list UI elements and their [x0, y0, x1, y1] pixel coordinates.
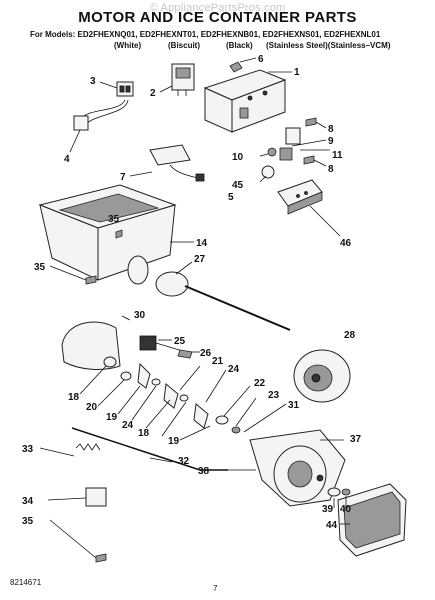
- part-spring: [75, 443, 101, 451]
- callout-6: 6: [258, 54, 264, 65]
- callout-30: 30: [134, 310, 146, 321]
- color-white: (White): [114, 41, 142, 50]
- callout-26: 26: [200, 348, 212, 359]
- callout-22: 22: [254, 378, 266, 389]
- callout-35c: 35: [22, 516, 34, 527]
- callout-24b: 24: [228, 364, 240, 375]
- part-screw-6: [229, 61, 243, 73]
- part-impeller: [293, 349, 351, 403]
- callout-19a: 19: [106, 412, 118, 423]
- part-switch: [171, 63, 195, 96]
- leader-lines: [39, 57, 350, 559]
- page-title: MOTOR AND ICE CONTAINER PARTS: [78, 9, 357, 26]
- callout-38: 38: [198, 466, 210, 477]
- callout-19b: 19: [168, 436, 180, 447]
- callout-23: 23: [268, 390, 280, 401]
- models-line: For Models: ED2FHEXNQ01, ED2FHEXNT01, ED…: [30, 30, 381, 39]
- callout-8a: 8: [328, 124, 334, 135]
- part-ice-container: [38, 184, 177, 285]
- callout-39: 39: [322, 504, 334, 515]
- callout-10: 10: [232, 152, 244, 163]
- callout-11: 11: [332, 150, 343, 161]
- callout-28: 28: [344, 330, 356, 341]
- callout-35a: 35: [108, 214, 120, 225]
- callout-2: 2: [150, 88, 156, 99]
- callout-9: 9: [328, 136, 334, 147]
- callout-21: 21: [212, 356, 224, 367]
- color-black: (Black): [226, 41, 253, 50]
- color-stainless: (Stainless Steel)(Stainless–VCM): [266, 41, 391, 50]
- callout-18a: 18: [68, 392, 80, 403]
- page-number: 7: [213, 584, 218, 593]
- part-motor-bracket: [203, 69, 287, 133]
- callout-18b: 18: [138, 428, 150, 439]
- callout-45: 45: [232, 180, 244, 191]
- callout-31: 31: [288, 400, 300, 411]
- part-bracket-46: [277, 179, 323, 215]
- part-crusher-plate: [61, 321, 121, 370]
- callout-32: 32: [178, 456, 190, 467]
- callout-labels: 1 2 3 4 5 6 7 8 9 10 11 8 45 46 35 14 27…: [22, 54, 362, 531]
- callout-1: 1: [294, 67, 300, 78]
- callout-4: 4: [64, 154, 70, 165]
- part-motor-cover: [337, 483, 407, 557]
- part-washers: [327, 487, 351, 497]
- callout-14: 14: [196, 238, 208, 249]
- callout-46: 46: [340, 238, 352, 249]
- callout-24a: 24: [122, 420, 134, 431]
- part-clip: [85, 487, 107, 507]
- callout-8b: 8: [328, 164, 334, 175]
- callout-35b: 35: [34, 262, 46, 273]
- callout-34: 34: [22, 496, 34, 507]
- callout-5: 5: [228, 192, 234, 203]
- part-retainer: [149, 144, 205, 182]
- part-auger-shaft: [155, 271, 291, 331]
- part-blades: [103, 356, 241, 434]
- part-rod: [71, 427, 228, 471]
- document-number: 8214671: [10, 578, 42, 587]
- callout-37: 37: [350, 434, 362, 445]
- part-drive-motor: [249, 429, 346, 507]
- part-connector: [116, 81, 134, 97]
- callout-7: 7: [120, 172, 126, 183]
- callout-33: 33: [22, 444, 34, 455]
- part-screw-35: [85, 229, 123, 563]
- callout-25: 25: [174, 336, 186, 347]
- callout-27: 27: [194, 254, 206, 265]
- callout-20: 20: [86, 402, 98, 413]
- part-blade-assembly: [139, 335, 193, 359]
- callout-44: 44: [326, 520, 338, 531]
- watermark: © AppliancePartsPros.com: [149, 2, 286, 14]
- part-wire-harness: [73, 99, 129, 131]
- color-biscuit: (Biscuit): [168, 41, 200, 50]
- callout-3: 3: [90, 76, 96, 87]
- part-hardware-8-11: [261, 117, 317, 179]
- callout-40: 40: [340, 504, 352, 515]
